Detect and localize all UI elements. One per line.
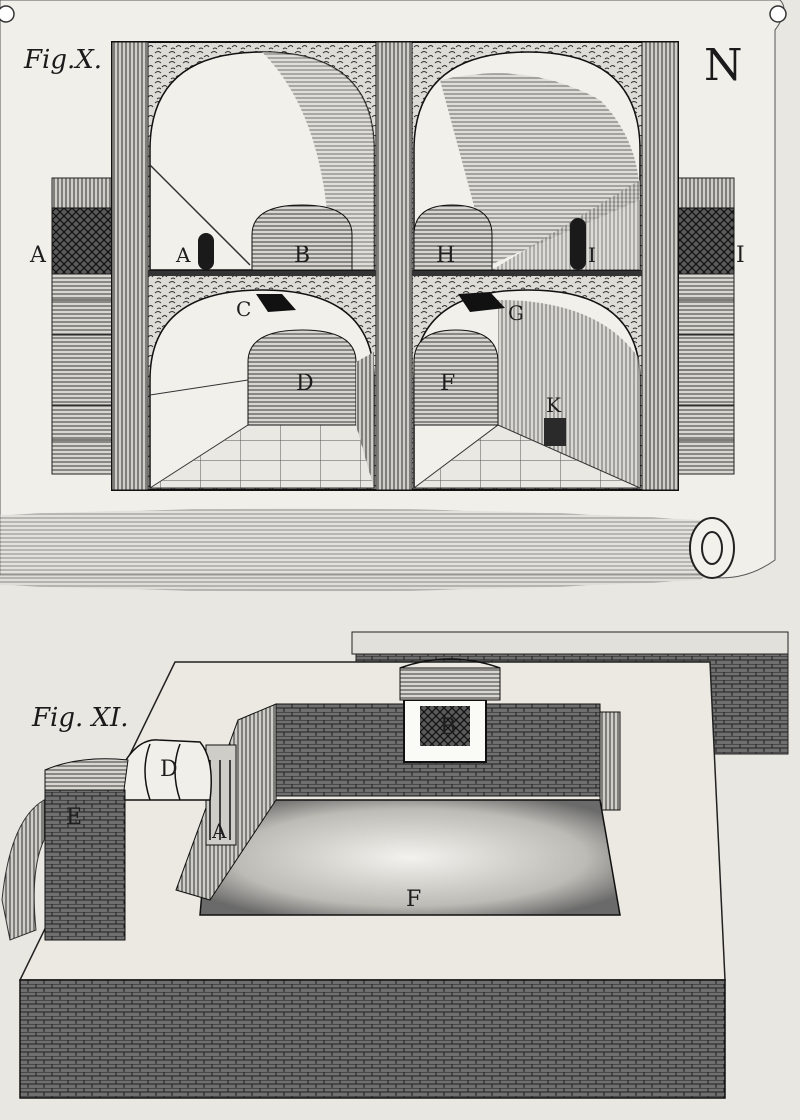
label-upper-left-arch-b: B: [294, 243, 310, 268]
fig-xi-title: Fig. XI.: [31, 703, 129, 733]
fig-xi-basin: [1, 631, 789, 1099]
plate-letter: N: [704, 40, 743, 91]
label-left-door-a: A: [175, 243, 191, 267]
label-basin-floor-f: F: [406, 887, 421, 912]
label-right-outer-i: I: [736, 243, 745, 268]
label-left-outer-a: A: [29, 243, 47, 268]
label-side-gate-a: A: [211, 819, 227, 843]
label-lower-left-arch-d: D: [296, 371, 314, 396]
label-lower-right-hatch-g: G: [508, 301, 524, 325]
label-lower-right-arch-f: F: [440, 371, 455, 396]
left-stone-column: [51, 177, 113, 475]
label-lower-left-hatch-c: C: [236, 297, 251, 321]
fig-x-title: Fig.X.: [23, 45, 102, 75]
label-upper-right-arch-h: H: [436, 243, 455, 268]
label-right-door-i: I: [588, 243, 596, 267]
fig-x-section: [111, 41, 679, 491]
label-lower-right-door-k: K: [546, 393, 562, 417]
label-channel-d: D: [160, 757, 178, 782]
right-stone-column: [677, 177, 735, 475]
label-wall-opening-b: B: [440, 715, 456, 740]
label-left-wall-e: E: [66, 805, 82, 830]
